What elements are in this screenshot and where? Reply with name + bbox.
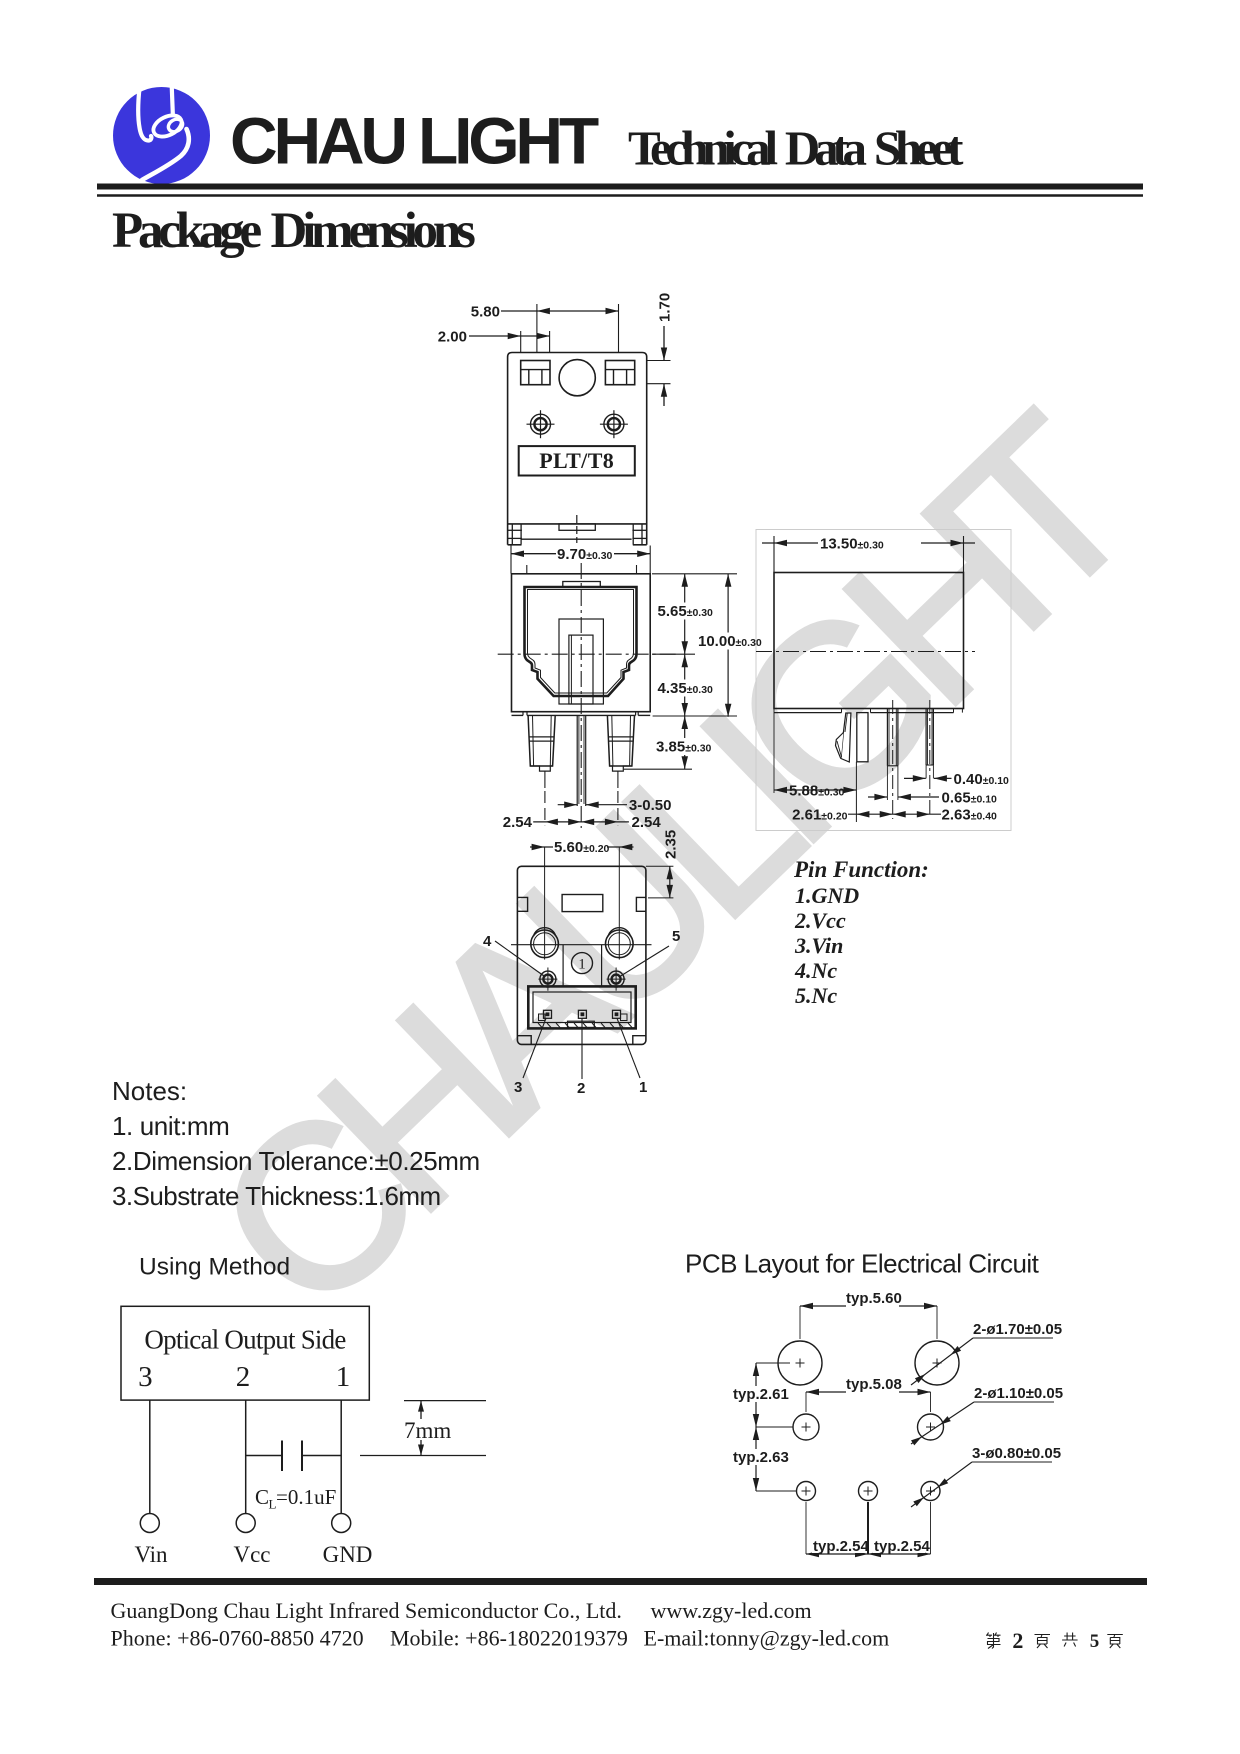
svg-text:3.85±0.30: 3.85±0.30 <box>656 739 712 756</box>
svg-text:GND: GND <box>323 1542 373 1567</box>
svg-text:5: 5 <box>1090 1631 1100 1652</box>
svg-text:C: C <box>255 1485 269 1509</box>
svg-text:2: 2 <box>236 1361 251 1393</box>
svg-text:Using Method: Using Method <box>139 1254 290 1281</box>
svg-text:typ.5.60: typ.5.60 <box>846 1290 902 1307</box>
svg-text:1. unit:mm: 1. unit:mm <box>112 1111 229 1141</box>
svg-text:4: 4 <box>483 933 492 950</box>
svg-text:typ.2.63: typ.2.63 <box>733 1449 789 1466</box>
svg-text:PLT/T8: PLT/T8 <box>539 448 614 473</box>
svg-text:Phone: +86-0760-8850 4720: Phone: +86-0760-8850 4720 <box>111 1626 364 1651</box>
svg-text:9.70±0.30: 9.70±0.30 <box>557 546 613 563</box>
svg-text:2-ø1.10±0.05: 2-ø1.10±0.05 <box>974 1385 1063 1402</box>
svg-text:typ.2.54: typ.2.54 <box>874 1538 931 1555</box>
svg-text:5.Nc: 5.Nc <box>795 983 837 1008</box>
svg-text:4.35±0.30: 4.35±0.30 <box>658 680 714 697</box>
svg-text:Package Dimensions: Package Dimensions <box>112 203 475 259</box>
svg-text:5: 5 <box>672 928 680 945</box>
svg-text:3-0.50: 3-0.50 <box>629 797 672 814</box>
svg-text:2.35: 2.35 <box>663 830 680 859</box>
svg-text:Notes:: Notes: <box>112 1076 187 1106</box>
svg-text:2.54: 2.54 <box>632 814 662 831</box>
svg-text:Vin: Vin <box>134 1542 168 1567</box>
svg-text:5.60±0.20: 5.60±0.20 <box>554 839 610 856</box>
svg-text:2: 2 <box>577 1080 585 1097</box>
svg-text:PCB Layout for Electrical Circ: PCB Layout for Electrical Circuit <box>685 1249 1040 1279</box>
svg-text:GuangDong Chau Light Infrared: GuangDong Chau Light Infrared Semiconduc… <box>111 1598 622 1623</box>
svg-text:Technical Data Sheet: Technical Data Sheet <box>628 121 964 176</box>
svg-text:3: 3 <box>514 1079 522 1096</box>
svg-text:4.Nc: 4.Nc <box>794 958 837 983</box>
svg-text:7mm: 7mm <box>404 1418 451 1443</box>
svg-text:2.63±0.40: 2.63±0.40 <box>942 807 998 824</box>
svg-text:5.65±0.30: 5.65±0.30 <box>658 603 714 620</box>
svg-text:www.zgy-led.com: www.zgy-led.com <box>651 1598 812 1623</box>
svg-text:E-mail:tonny@zgy-led.com: E-mail:tonny@zgy-led.com <box>644 1626 890 1651</box>
svg-text:Mobile: +86-18022019379: Mobile: +86-18022019379 <box>390 1626 628 1651</box>
svg-text:2: 2 <box>1012 1628 1023 1653</box>
svg-text:13.50±0.30: 13.50±0.30 <box>820 536 884 553</box>
svg-text:5.80: 5.80 <box>471 304 500 321</box>
svg-text:1: 1 <box>336 1361 351 1393</box>
svg-text:0.40±0.10: 0.40±0.10 <box>954 771 1010 788</box>
svg-text:1.GND: 1.GND <box>795 883 859 908</box>
svg-text:2.61±0.20: 2.61±0.20 <box>792 807 848 824</box>
svg-text:2.54: 2.54 <box>503 814 533 831</box>
svg-text:2.Vcc: 2.Vcc <box>794 908 846 933</box>
svg-text:L: L <box>269 1497 277 1512</box>
svg-text:2-ø1.70±0.05: 2-ø1.70±0.05 <box>973 1321 1062 1338</box>
svg-text:CHAU LIGHT: CHAU LIGHT <box>230 104 599 178</box>
svg-text:5.88±0.30: 5.88±0.30 <box>789 783 845 800</box>
svg-text:1: 1 <box>578 957 586 973</box>
svg-text:typ.2.61: typ.2.61 <box>733 1386 789 1403</box>
svg-text:0.65±0.10: 0.65±0.10 <box>942 790 998 807</box>
svg-text:3.Vin: 3.Vin <box>794 933 843 958</box>
svg-text:3.Substrate Thickness:1.6mm: 3.Substrate Thickness:1.6mm <box>112 1181 441 1211</box>
svg-text:Vcc: Vcc <box>233 1542 270 1567</box>
svg-text:2.00: 2.00 <box>438 329 467 346</box>
svg-text:3-ø0.80±0.05: 3-ø0.80±0.05 <box>972 1445 1061 1462</box>
svg-text:3: 3 <box>138 1361 153 1393</box>
svg-text:2.Dimension Tolerance:±0.25mm: 2.Dimension Tolerance:±0.25mm <box>112 1146 480 1176</box>
svg-text:Pin Function:: Pin Function: <box>793 857 929 882</box>
svg-text:1: 1 <box>639 1079 647 1096</box>
svg-text:typ.5.08: typ.5.08 <box>846 1376 902 1393</box>
svg-text:typ.2.54: typ.2.54 <box>813 1538 870 1555</box>
svg-text:Optical Output Side: Optical Output Side <box>144 1325 346 1355</box>
svg-text:=0.1uF: =0.1uF <box>276 1485 336 1509</box>
svg-text:1.70: 1.70 <box>657 293 674 322</box>
svg-text:10.00±0.30: 10.00±0.30 <box>698 633 762 650</box>
